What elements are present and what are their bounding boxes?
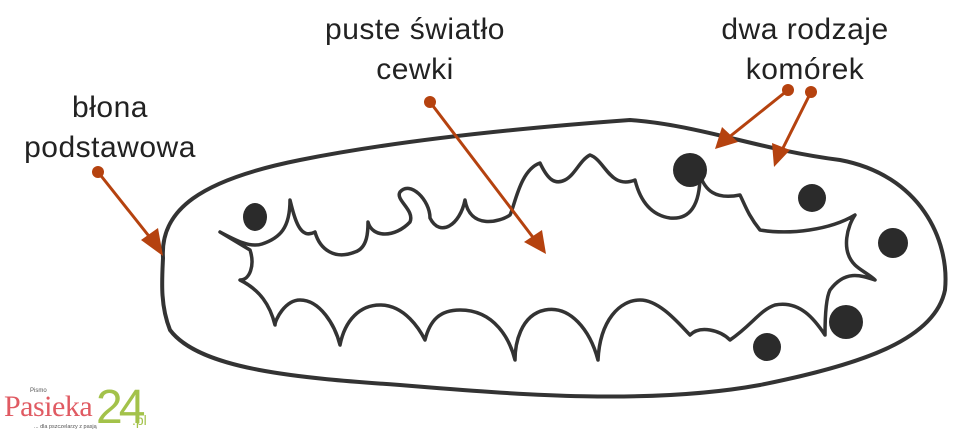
arrow-head — [141, 228, 163, 256]
label-line: podstawowa — [24, 131, 196, 164]
annotation-arrows — [92, 84, 817, 256]
logo-tagline: ... dla pszczelarzy z pasją — [34, 424, 97, 430]
nucleus — [243, 203, 267, 231]
label-basement-membrane: błona podstawowa — [20, 88, 200, 168]
label-two-cell-types: dwa rodzaje komórek — [700, 10, 910, 90]
arrow-head — [715, 127, 738, 149]
lumen-outline — [218, 153, 877, 362]
nucleus — [673, 153, 707, 187]
arrow-head — [524, 230, 546, 254]
label-line: cewki — [376, 53, 454, 86]
nucleus — [829, 305, 863, 339]
logo-tld: .pl — [132, 412, 147, 428]
label-line: komórek — [745, 53, 865, 86]
nucleus — [798, 184, 826, 212]
logo-brand: Pasieka — [4, 390, 93, 423]
label-line: błona — [72, 91, 148, 124]
logo-number: 24 — [96, 381, 145, 434]
nucleus — [878, 228, 908, 258]
logo-pismo: Pismo — [30, 388, 47, 394]
label-empty-lumen: puste światło cewki — [300, 10, 530, 90]
label-line: dwa rodzaje — [721, 13, 889, 46]
basement-membrane-outline — [160, 118, 948, 399]
nuclei — [243, 153, 908, 361]
label-line: puste światło — [325, 13, 505, 46]
nucleus — [753, 333, 781, 361]
arrow-head — [772, 143, 790, 167]
pasieka24-logo: Pismo 24 Pasieka .pl ... dla pszczelarzy… — [4, 381, 154, 440]
